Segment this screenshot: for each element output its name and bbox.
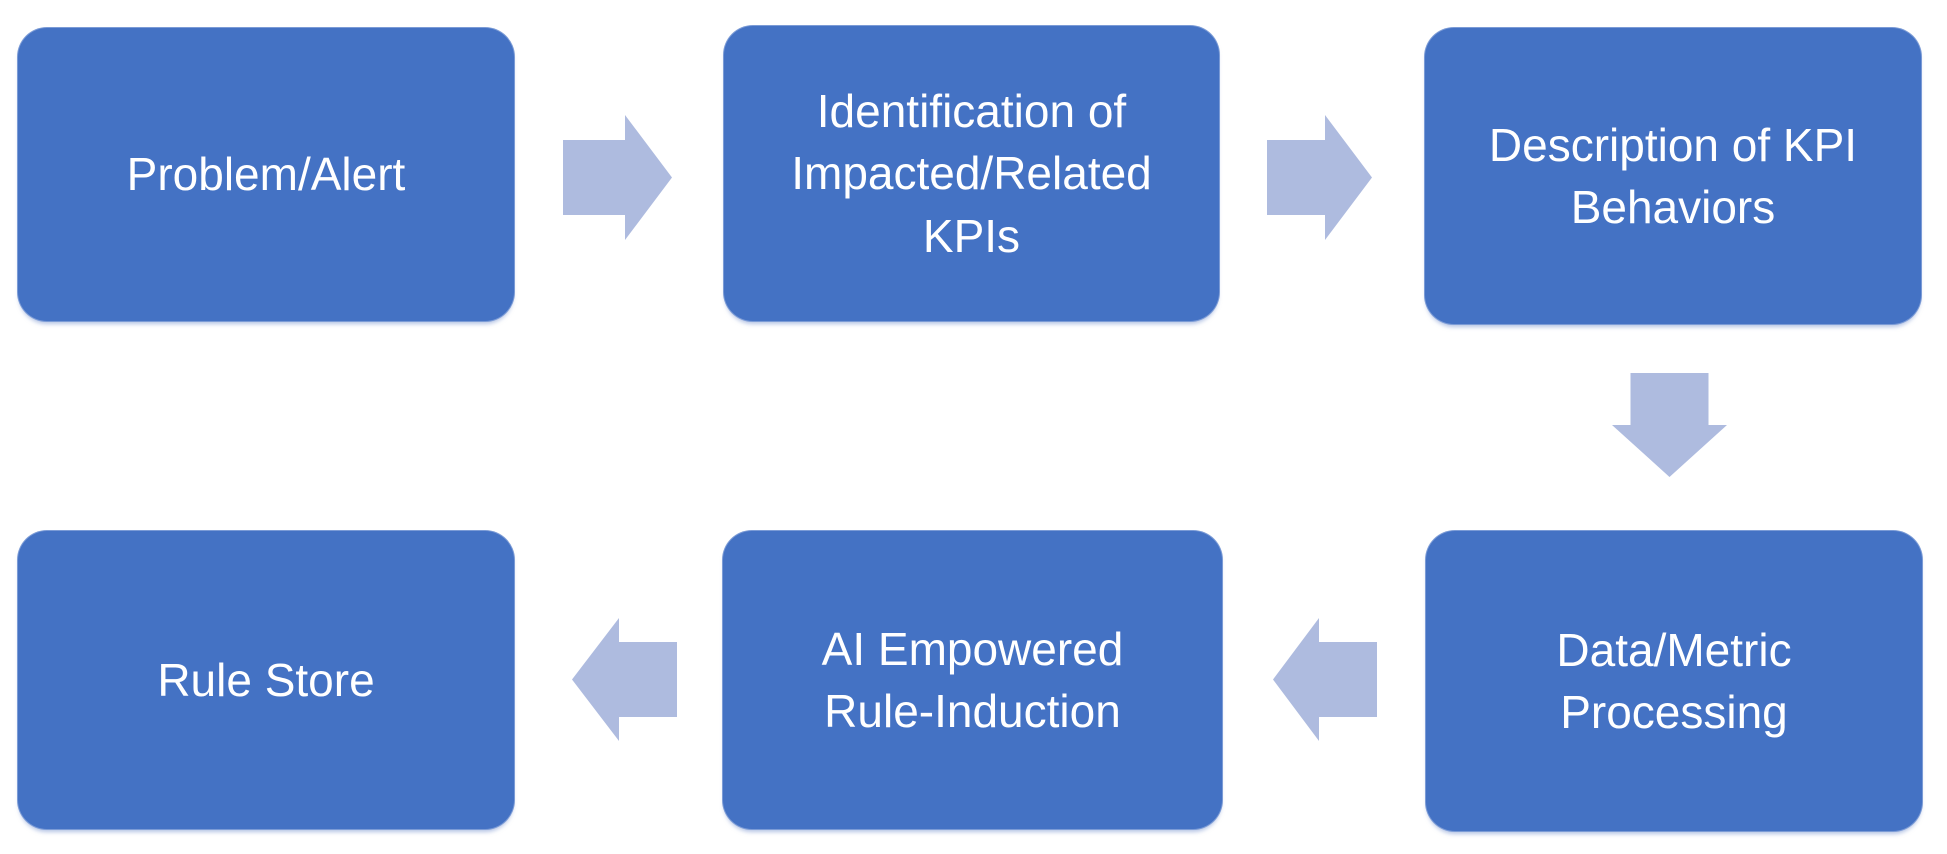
flow-step-data-metric-processing-label: Data/Metric Processing: [1556, 623, 1792, 738]
arrow-down-description-to-data-icon: [1612, 373, 1727, 477]
flow-step-identification-of-kpis-label: Identification of Impacted/Related KPIs: [791, 85, 1152, 262]
flow-step-rule-store-label: Rule Store: [157, 653, 375, 706]
flow-step-data-metric-processing: Data/Metric Processing: [1425, 530, 1923, 832]
flow-step-rule-store: Rule Store: [17, 530, 515, 830]
flow-step-problem-alert: Problem/Alert: [17, 27, 515, 322]
arrow-left-ai-to-rule-store-icon: [572, 618, 677, 741]
flow-step-description-of-kpi-behaviors-label: Description of KPI Behaviors: [1488, 118, 1858, 233]
flow-step-problem-alert-label: Problem/Alert: [126, 148, 406, 201]
arrow-left-data-to-ai-icon: [1273, 618, 1377, 741]
flow-step-ai-empowered-rule-induction: AI Empowered Rule-Induction: [722, 530, 1223, 830]
flow-step-description-of-kpi-behaviors: Description of KPI Behaviors: [1424, 27, 1922, 325]
flow-step-ai-empowered-rule-induction-label: AI Empowered Rule-Induction: [821, 622, 1124, 737]
arrow-right-problem-to-identification-icon: [563, 115, 672, 240]
flow-step-identification-of-kpis: Identification of Impacted/Related KPIs: [723, 25, 1220, 322]
arrow-right-identification-to-description-icon: [1267, 115, 1372, 240]
